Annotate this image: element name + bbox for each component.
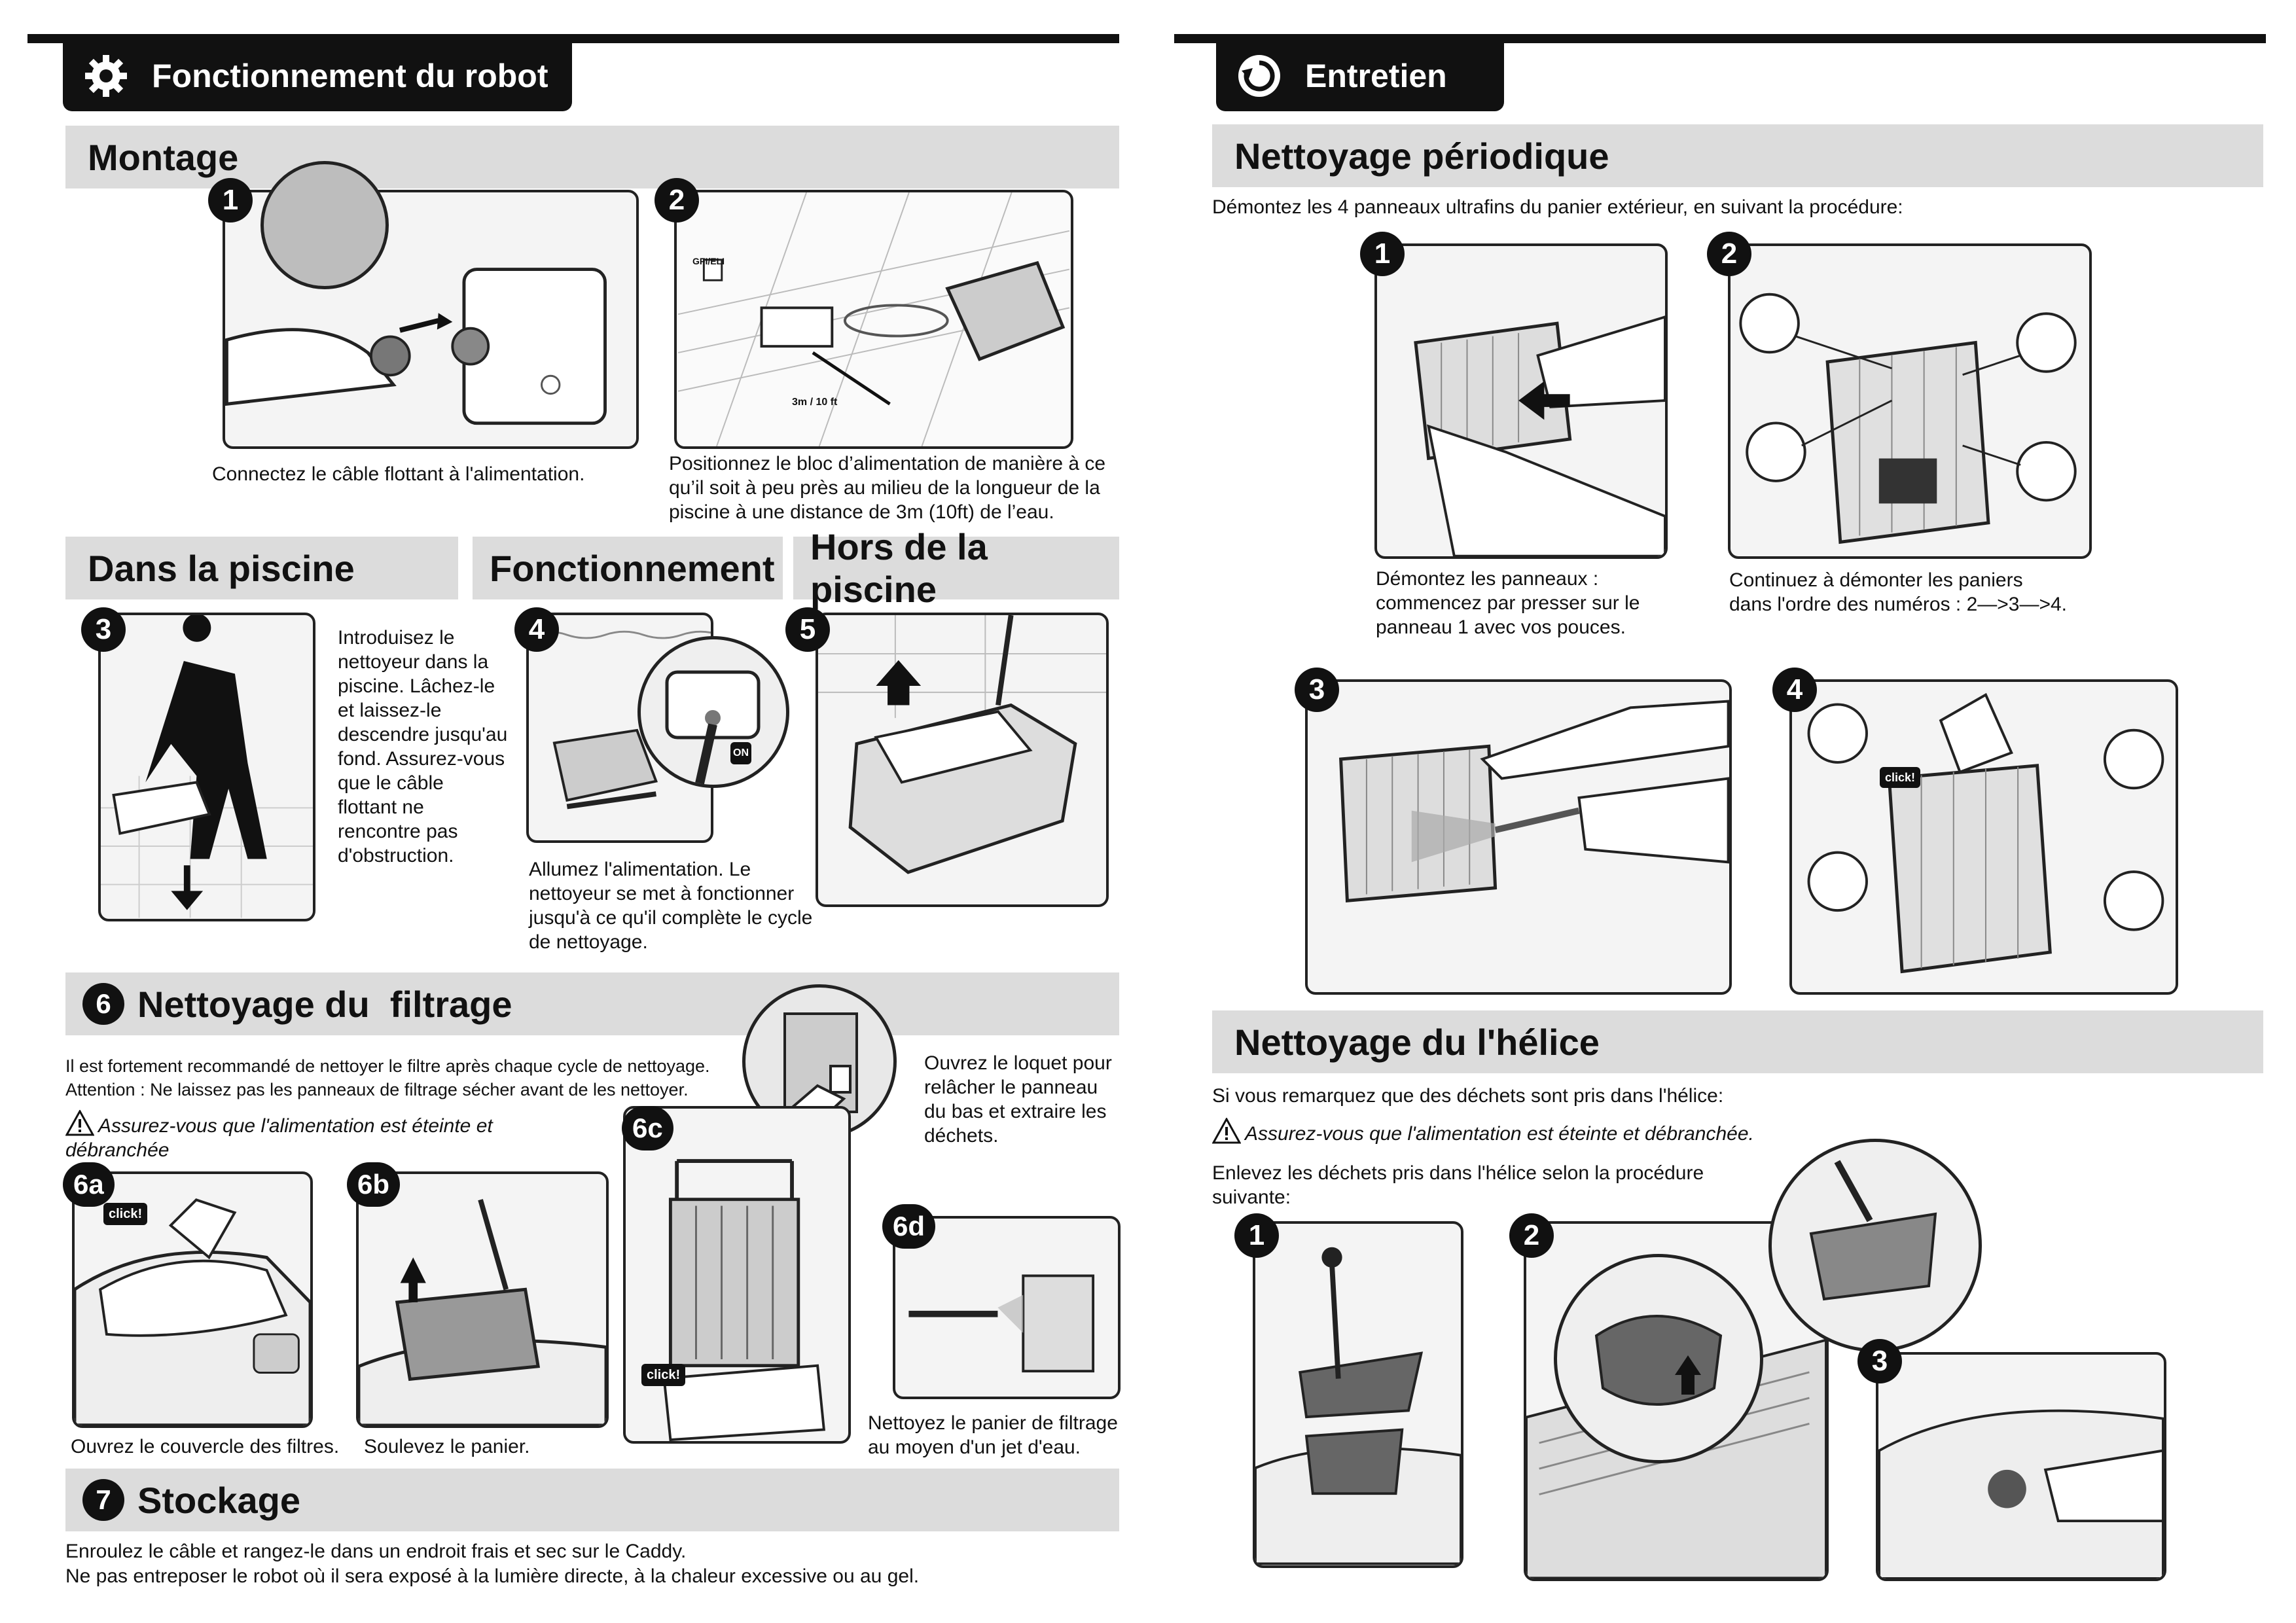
stockage-number: 7 [82, 1479, 124, 1521]
on-label: ON [730, 742, 751, 764]
click-badge-p4: click! [1880, 767, 1921, 788]
periodique-step4-number: 4 [1772, 668, 1817, 712]
filtrage-6a-caption: Ouvrez le couvercle des filtres. [71, 1436, 340, 1457]
filtrage-6b-label: 6b [347, 1162, 401, 1207]
filtrage-6d-label: 6d [882, 1204, 936, 1249]
fonctionnement-step4-caption: Allumez l'alimentation. Le nettoyeur se … [529, 859, 813, 953]
piscine-step3-caption: Introduisez le nettoyeur dans la piscine… [338, 627, 508, 866]
montage-step2-number: 2 [655, 178, 699, 223]
power-supply-zoom [637, 636, 789, 788]
filtrage-warning-text: Assurez-vous que l'alimentation est étei… [65, 1115, 493, 1161]
periodique-step4-illustration [1789, 679, 2178, 995]
maintenance-cycle-icon [1238, 55, 1280, 97]
piscine-step3-illustration [98, 613, 315, 921]
filtrage-intro-2: Attention : Ne laissez pas les panneaux … [65, 1080, 689, 1099]
filtrage-warning: Assurez-vous que l'alimentation est étei… [65, 1110, 524, 1162]
montage-step1-illustration [223, 190, 639, 449]
warning-icon [1212, 1118, 1241, 1144]
filtrage-heading: Nettoyage du filtrage [137, 983, 512, 1025]
filtrage-6a-label: 6a [63, 1162, 115, 1207]
montage-step1-number: 1 [208, 178, 253, 223]
left-tab-title: Fonctionnement du robot [152, 58, 548, 94]
fonctionnement-step4-number: 4 [514, 607, 559, 652]
helice-detail-zoom [1768, 1139, 1982, 1352]
hors-piscine-step5-number: 5 [785, 607, 830, 652]
stockage-line-2: Ne pas entreposer le robot où il sera ex… [65, 1565, 920, 1587]
right-section-tab: Entretien [1216, 41, 1504, 111]
filtrage-6b-caption: Soulevez le panier. [364, 1436, 530, 1457]
periodique-step3-illustration [1305, 679, 1732, 995]
piscine-step3-number: 3 [81, 607, 126, 652]
helice-intro: Si vous remarquez que des déchets sont p… [1212, 1085, 1724, 1107]
periodique-step2caption: Continuez à démonter les paniers dans l'… [1729, 569, 2068, 615]
filtrage-6c-label: 6c [622, 1106, 673, 1150]
montage-step1-caption: Connectez le câble flottant à l'alimenta… [212, 463, 585, 485]
helice-step3-illustration [1876, 1352, 2166, 1581]
gfi-label: GFI/ELI [692, 256, 725, 266]
right-tab-title: Entretien [1305, 58, 1447, 94]
filtrage-6c-illustration [623, 1106, 851, 1444]
stockage-line-1: Enroulez le câble et rangez-le dans un e… [65, 1541, 687, 1562]
loquet-text: Ouvrez le loquet pour relâcher le pannea… [924, 1052, 1112, 1147]
helice-heading: Nettoyage du l'hélice [1212, 1010, 2263, 1073]
helice-step1-illustration [1253, 1221, 1463, 1568]
periodique-step1-caption: Démontez les panneaux : commencez par pr… [1376, 568, 1640, 638]
hors-piscine-heading: Hors de la piscine [793, 526, 1119, 610]
filtrage-heading-bar: 6 Nettoyage du filtrage [65, 972, 1119, 1035]
fonctionnement-heading: Fonctionnement [473, 537, 783, 599]
periodique-heading: Nettoyage périodique [1212, 124, 2263, 187]
stockage-heading: Stockage [137, 1479, 300, 1521]
helice-step2-number: 2 [1509, 1213, 1554, 1258]
distance-label: 3m / 10 ft [792, 397, 838, 408]
hors-piscine-step5-illustration [816, 613, 1109, 907]
stockage-heading-bar: 7 Stockage [65, 1469, 1119, 1531]
filtrage-6d-illustration [893, 1216, 1121, 1399]
montage-step2-illustration [674, 190, 1073, 449]
periodique-step2-number: 2 [1707, 232, 1751, 276]
montage-zoom-circle [260, 161, 389, 289]
helice-warning: Assurez-vous que l'alimentation est étei… [1212, 1118, 1867, 1146]
montage-heading: Montage [65, 126, 1119, 188]
click-badge-6c: click! [641, 1364, 686, 1386]
periodique-step3-number: 3 [1295, 668, 1339, 712]
helice-step1-number: 1 [1234, 1213, 1279, 1258]
dans-piscine-heading: Dans la piscine [65, 537, 458, 599]
helice-warning-text: Assurez-vous que l'alimentation est étei… [1245, 1123, 1754, 1145]
helice-procedure: Enlevez les déchets pris dans l'hélice s… [1212, 1162, 1704, 1208]
left-section-tab: Fonctionnement du robot [63, 41, 572, 111]
periodique-step1-number: 1 [1360, 232, 1405, 276]
periodique-step1-illustration [1374, 243, 1668, 559]
filtrage-intro-1: Il est fortement recommandé de nettoyer … [65, 1056, 710, 1076]
filtrage-6d-caption: Nettoyez le panier de filtrage au moyen … [868, 1412, 1118, 1458]
gear-icon [85, 55, 127, 97]
click-badge-6a: click! [103, 1203, 148, 1225]
periodique-intro: Démontez les 4 panneaux ultrafins du pan… [1212, 196, 1903, 218]
warning-icon [65, 1110, 94, 1136]
filtrage-number: 6 [82, 983, 124, 1025]
montage-step2-caption: Positionnez le bloc d’alimentation de ma… [669, 453, 1106, 523]
helice-step2-zoom [1554, 1254, 1763, 1463]
helice-step3-number: 3 [1857, 1339, 1902, 1383]
periodique-step2-illustration [1728, 243, 2092, 559]
filtrage-6b-illustration [356, 1171, 609, 1428]
